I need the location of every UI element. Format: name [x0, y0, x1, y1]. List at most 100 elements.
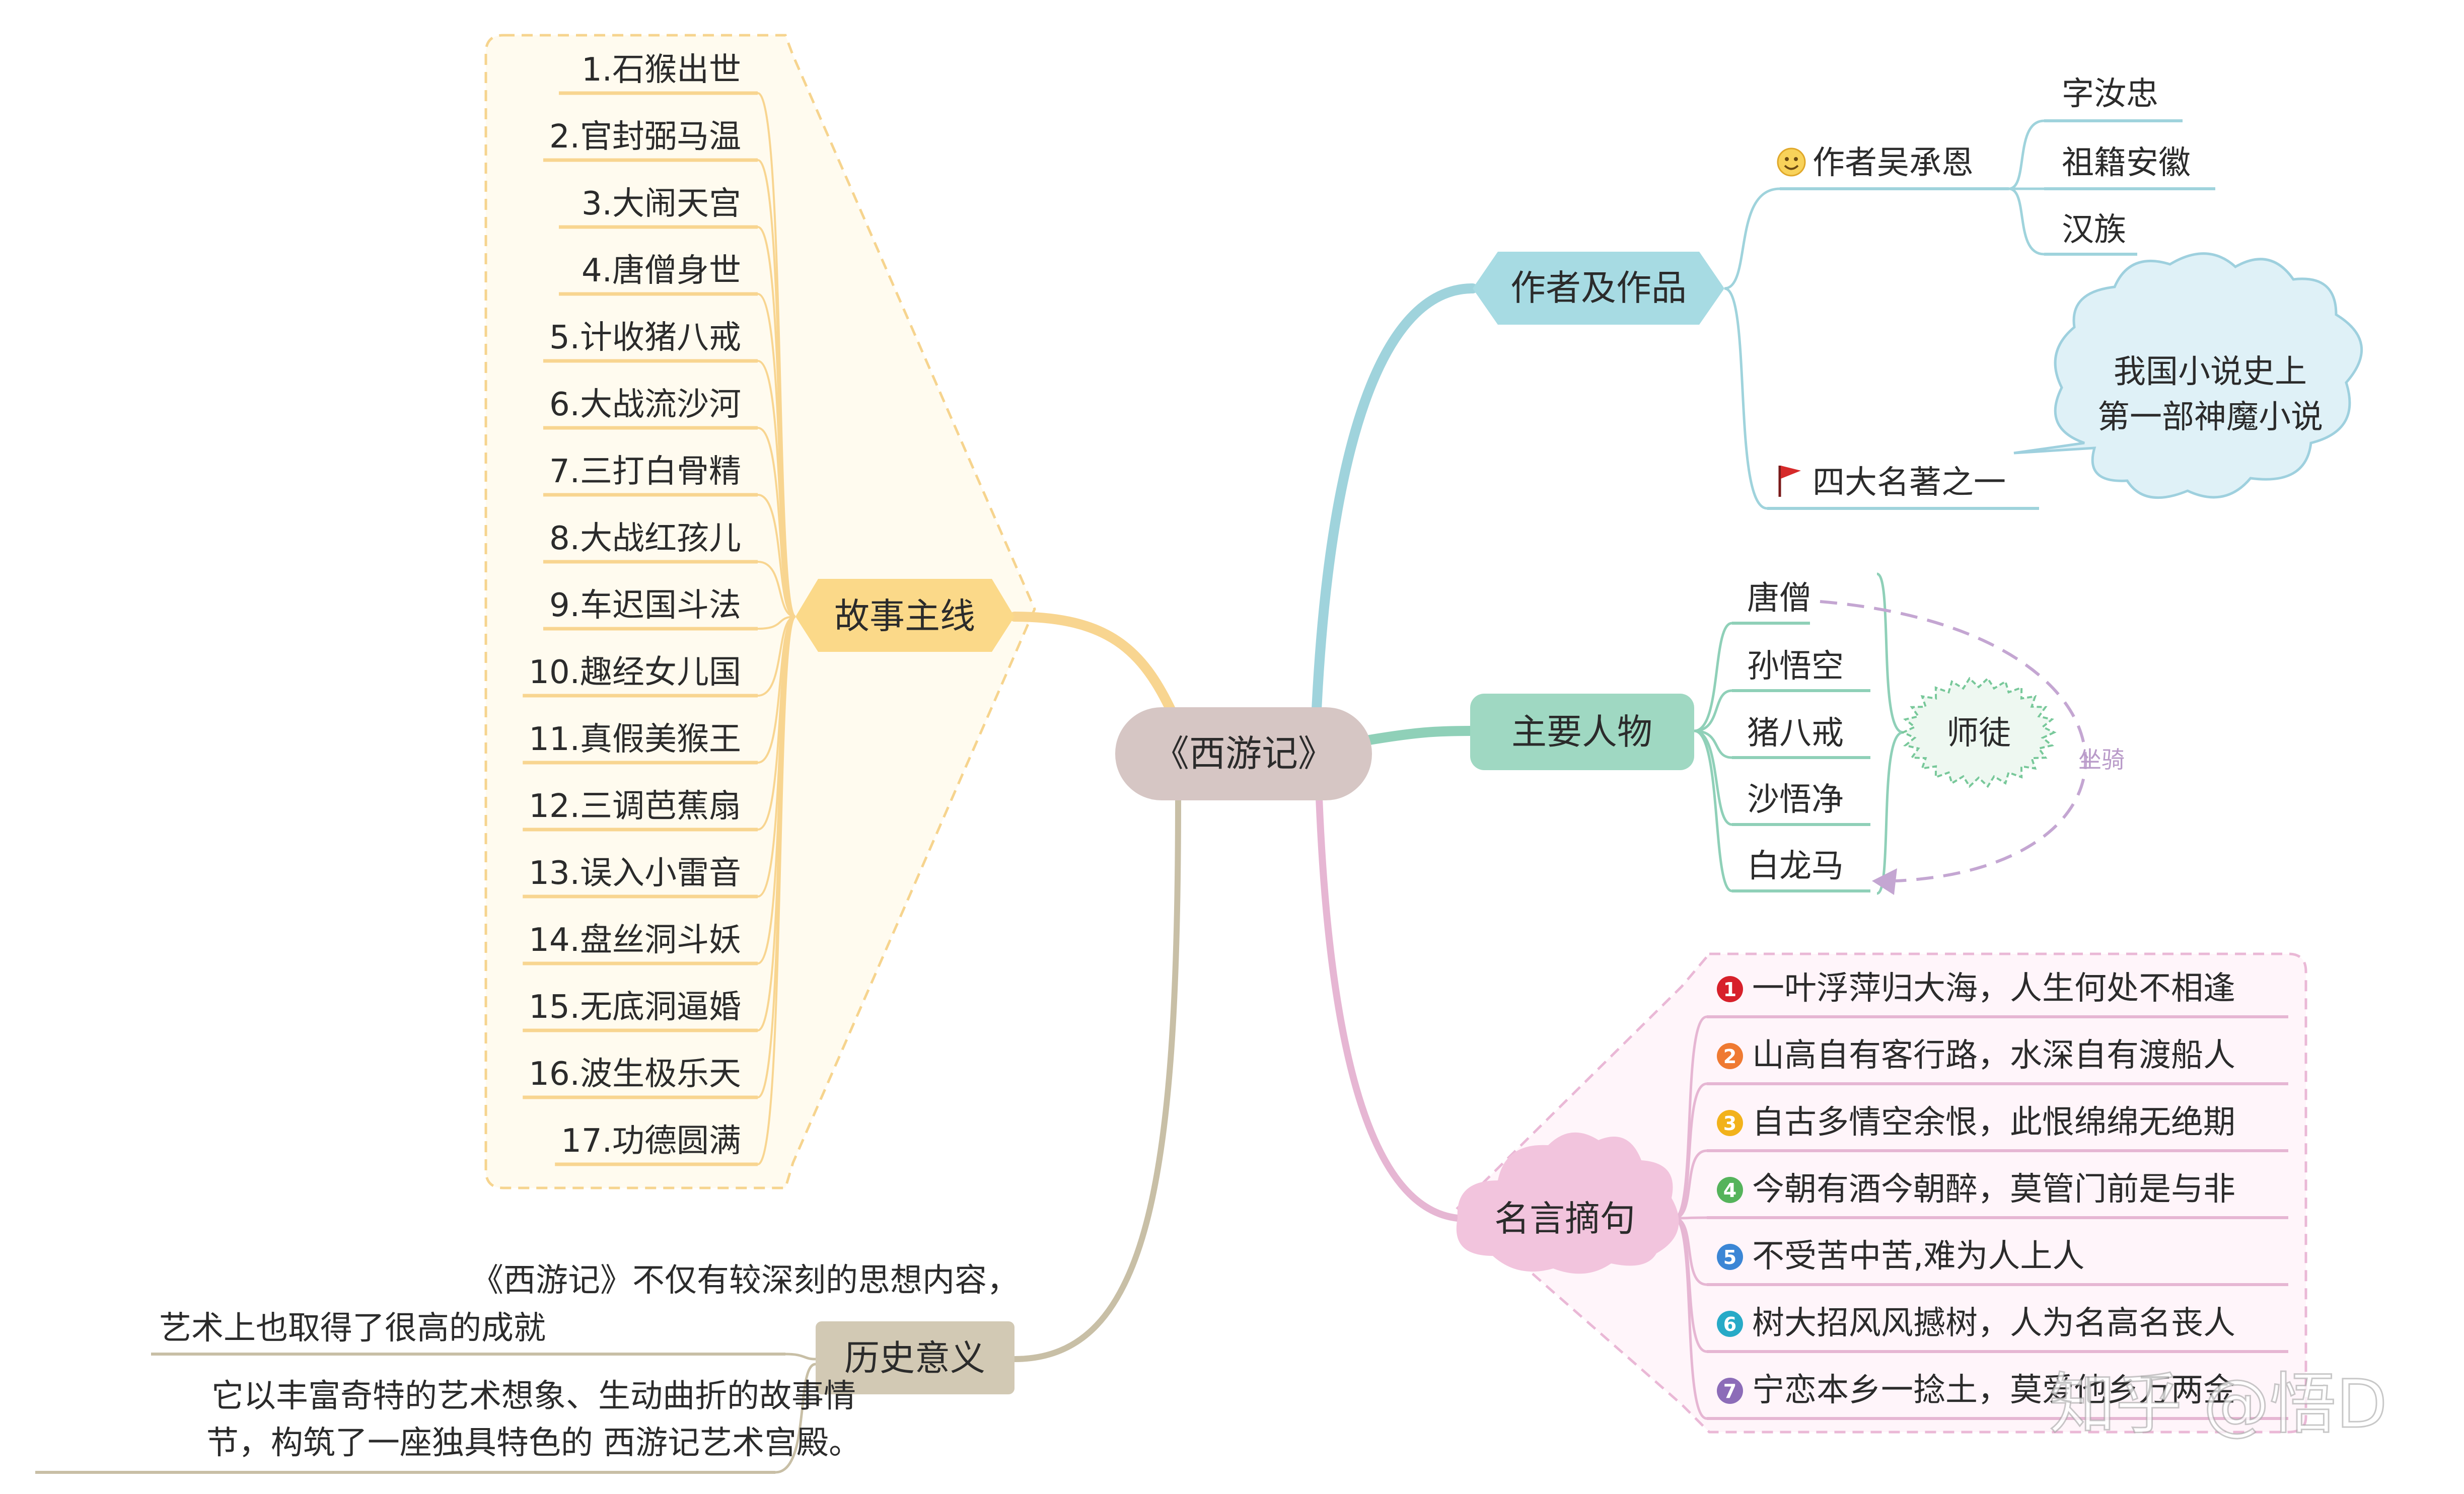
quote-connector	[1674, 1217, 1707, 1286]
mount-relation-curve	[1820, 600, 2087, 882]
quote-number: 2	[1723, 1045, 1736, 1068]
relation-label: 师徒	[1946, 715, 2011, 752]
quote-number-badge	[1717, 1244, 1743, 1270]
connector-center-author	[1312, 283, 1478, 715]
person-name-5: 白龙马	[1747, 848, 1844, 885]
story-item-16: 16.波生极乐天	[529, 1056, 741, 1093]
watermark: 知乎 @悟D	[2049, 1366, 2387, 1443]
story-item-connector	[757, 427, 796, 618]
connector-center-story	[1009, 612, 1178, 720]
quote-text-4: 今朝有酒今朝醉，莫管门前是与非	[1752, 1171, 2235, 1208]
people-node-shape	[1470, 694, 1694, 770]
person-connector	[1694, 622, 1732, 732]
quote-number: 4	[1723, 1179, 1736, 1202]
author-node-label: 作者及作品	[1510, 267, 1687, 309]
author-detail-2: 祖籍安徽	[2062, 144, 2191, 182]
story-item-5: 5.计收猪八戒	[549, 319, 741, 356]
quote-connector	[1674, 1015, 1707, 1220]
story-item-7: 7.三打白骨精	[549, 453, 741, 490]
story-item-9: 9.车迟国斗法	[549, 587, 741, 624]
quotes-boundary	[1456, 952, 2307, 1434]
author-detail-connector	[2008, 119, 2045, 190]
story-item-3: 3.大闹天宫	[582, 185, 741, 222]
person-connector	[1694, 689, 1732, 732]
callout-line-1: 我国小说史上	[2114, 353, 2307, 391]
red-flag-icon	[1778, 466, 1801, 497]
quote-number-badge	[1717, 1378, 1743, 1404]
center-node[interactable]: 《西游记》	[1115, 707, 1372, 800]
story-item-connector	[757, 616, 796, 630]
author-classic-label: 四大名著之一	[1813, 464, 2006, 501]
story-node[interactable]: 故事主线	[795, 579, 1014, 652]
author-classic-connector	[1724, 287, 1768, 510]
history-connector-2	[775, 1363, 816, 1474]
history-connector	[785, 1353, 816, 1361]
story-item-connector	[757, 494, 796, 618]
quotes-node-shape	[1456, 1132, 1679, 1274]
quotes-node[interactable]: 名言摘句	[1456, 1132, 1679, 1274]
story-item-connector	[757, 616, 796, 697]
quote-connector	[1674, 1149, 1707, 1220]
story-item-13: 13.误入小雷音	[529, 855, 741, 892]
quote-connector	[1674, 1217, 1707, 1420]
story-items-group: 1.石猴出世2.官封弼马温3.大闹天宫4.唐僧身世5.计收猪八戒6.大战流沙河7…	[523, 51, 758, 1166]
mount-label: 坐骑	[2078, 746, 2125, 773]
smiley-icon	[1777, 147, 1806, 177]
quote-number: 3	[1723, 1112, 1736, 1135]
author-detail-1: 字汝忠	[2062, 76, 2158, 113]
quote-number: 7	[1723, 1380, 1736, 1402]
quote-number-badge	[1717, 1043, 1743, 1069]
quotes-node-label: 名言摘句	[1494, 1198, 1635, 1239]
quote-number: 6	[1723, 1313, 1736, 1335]
person-name-3: 猪八戒	[1747, 715, 1844, 752]
quote-number: 5	[1723, 1246, 1736, 1268]
quote-text-1: 一叶浮萍归大海，人生何处不相逢	[1752, 970, 2235, 1007]
people-node[interactable]: 主要人物	[1470, 694, 1694, 770]
quote-text-5: 不受苦中苦,难为人上人	[1752, 1238, 2084, 1275]
quote-number: 1	[1723, 979, 1736, 1001]
story-item-11: 11.真假美猴王	[529, 721, 741, 758]
quote-connector	[1674, 1082, 1707, 1220]
author-detail-3: 汉族	[2062, 211, 2126, 249]
story-item-8: 8.大战红孩儿	[549, 520, 741, 557]
connector-center-quotes	[1316, 794, 1461, 1222]
story-node-label: 故事主线	[834, 595, 975, 637]
history-node-label: 历史意义	[844, 1337, 985, 1379]
quote-number-badge	[1717, 976, 1743, 1002]
quote-items-group: 1 一叶浮萍归大海，人生何处不相逢 2 山高自有客行路，水深自有渡船人 3 自古多情空余恨…	[1707, 970, 2288, 1420]
center-node-shape	[1115, 707, 1372, 800]
author-writer-label: 作者吴承恩	[1813, 144, 1974, 182]
history-node[interactable]: 历史意义	[816, 1321, 1014, 1394]
person-name-4: 沙悟净	[1747, 781, 1844, 818]
author-detail-connector	[2008, 187, 2045, 256]
person-connector	[1694, 729, 1732, 826]
story-item-15: 15.无底洞逼婚	[529, 989, 741, 1026]
people-group-bracket	[1876, 572, 1904, 895]
story-item-6: 6.大战流沙河	[549, 386, 741, 423]
story-item-1: 1.石猴出世	[582, 51, 741, 89]
connector-center-people	[1364, 726, 1475, 745]
callout-line-2: 第一部神魔小说	[2097, 399, 2323, 436]
story-item-17: 17.功德圆满	[561, 1123, 741, 1160]
person-name-2: 孙悟空	[1747, 648, 1844, 685]
story-item-12: 12.三调芭蕉扇	[529, 788, 741, 825]
person-connector	[1694, 729, 1732, 892]
connectors	[35, 92, 2215, 1474]
quote-text-3: 自古多情空余恨，此恨绵绵无绝期	[1752, 1104, 2235, 1141]
history-node-shape	[816, 1321, 1014, 1394]
author-node[interactable]: 作者及作品	[1473, 252, 1724, 325]
quote-text-2: 山高自有客行路，水深自有渡船人	[1752, 1037, 2235, 1074]
person-connector	[1694, 729, 1732, 759]
relation-starburst	[1901, 677, 2057, 788]
quote-text-6: 树大招风风撼树，人为名高名丧人	[1752, 1305, 2235, 1342]
history-text-2-line-2: 节，构筑了一座独具特色的 西游记艺术宫殿。	[206, 1425, 861, 1462]
story-node-shape	[795, 579, 1014, 652]
story-item-2: 2.官封弼马温	[549, 118, 741, 156]
callout-cloud	[2013, 252, 2363, 499]
quote-text-7: 宁恋本乡一捻土，莫爱他乡万两金	[1752, 1372, 2235, 1409]
story-item-14: 14.盘丝洞斗妖	[529, 922, 741, 959]
quote-number-badge	[1717, 1311, 1743, 1337]
mount-arrowhead	[1872, 868, 1897, 895]
